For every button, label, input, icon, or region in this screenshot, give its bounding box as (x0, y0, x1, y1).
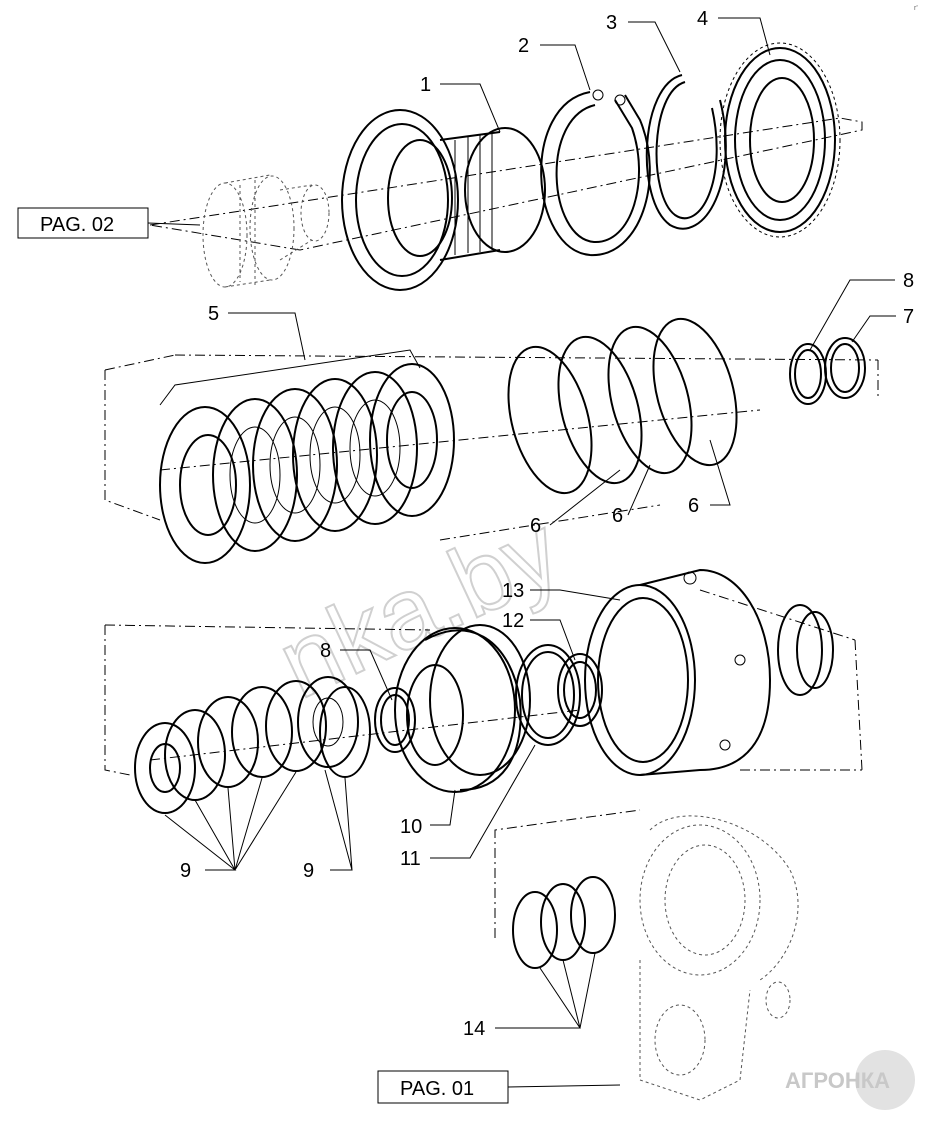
part-2-snap-ring (540, 89, 651, 257)
callout-1: 1 (420, 74, 431, 96)
callout-5: 5 (208, 303, 219, 325)
callout-9-right: 9 (303, 860, 314, 882)
svg-text:PAG. 01: PAG. 01 (400, 1078, 474, 1100)
part-8-small-ring-top (789, 343, 827, 405)
svg-text:АГРОНКА: АГРОНКА (785, 1068, 890, 1093)
callout-11: 11 (400, 848, 421, 870)
callout-6a: 6 (530, 515, 541, 537)
part-13-clutch-drum (584, 568, 834, 776)
callout-8-lower: 8 (320, 640, 331, 662)
ghost-housing-pag01 (639, 815, 799, 1101)
callout-13: 13 (502, 580, 524, 602)
part-3-circlip (645, 74, 727, 230)
part-14-rings (512, 876, 616, 969)
part-10-piston (394, 624, 531, 793)
callout-6c: 6 (688, 495, 699, 517)
callout-3: 3 (606, 12, 617, 34)
svg-text:PAG. 02: PAG. 02 (40, 214, 114, 236)
frame-middle (104, 354, 879, 541)
callout-7: 7 (903, 306, 914, 328)
part-6-rings (507, 317, 738, 495)
corner-mark: r' (914, 5, 918, 12)
part-4-gear-ring (719, 42, 841, 238)
leader-lines (164, 17, 896, 1029)
part-12-ring (557, 653, 603, 727)
callout-10: 10 (400, 816, 422, 838)
frame-top (149, 117, 863, 251)
part-11-ring (515, 644, 581, 746)
page-ref-pag02[interactable]: PAG. 02 (17, 207, 201, 239)
callout-8-top: 8 (903, 270, 914, 292)
callout-9-left: 9 (180, 860, 191, 882)
callout-4: 4 (697, 8, 708, 30)
callout-12: 12 (502, 610, 524, 632)
frame-lower (104, 589, 863, 776)
page-ref-pag01[interactable]: PAG. 01 (377, 1070, 621, 1104)
part-7-small-ring (824, 337, 866, 399)
callout-6b: 6 (612, 505, 623, 527)
ghost-part-pag02 (202, 174, 330, 288)
callout-14: 14 (463, 1018, 485, 1040)
frame-bottom (494, 809, 641, 938)
callout-2: 2 (518, 35, 529, 57)
part-1-splined-hub (341, 109, 546, 291)
part-9-washers (134, 676, 371, 814)
agronka-logo: АГРОНКА (785, 1050, 915, 1110)
part-5-clutch-disc-pack (159, 349, 455, 564)
callout-numbers: 1 2 3 4 5 6 6 6 7 8 8 9 9 10 11 12 13 14 (180, 8, 914, 1040)
